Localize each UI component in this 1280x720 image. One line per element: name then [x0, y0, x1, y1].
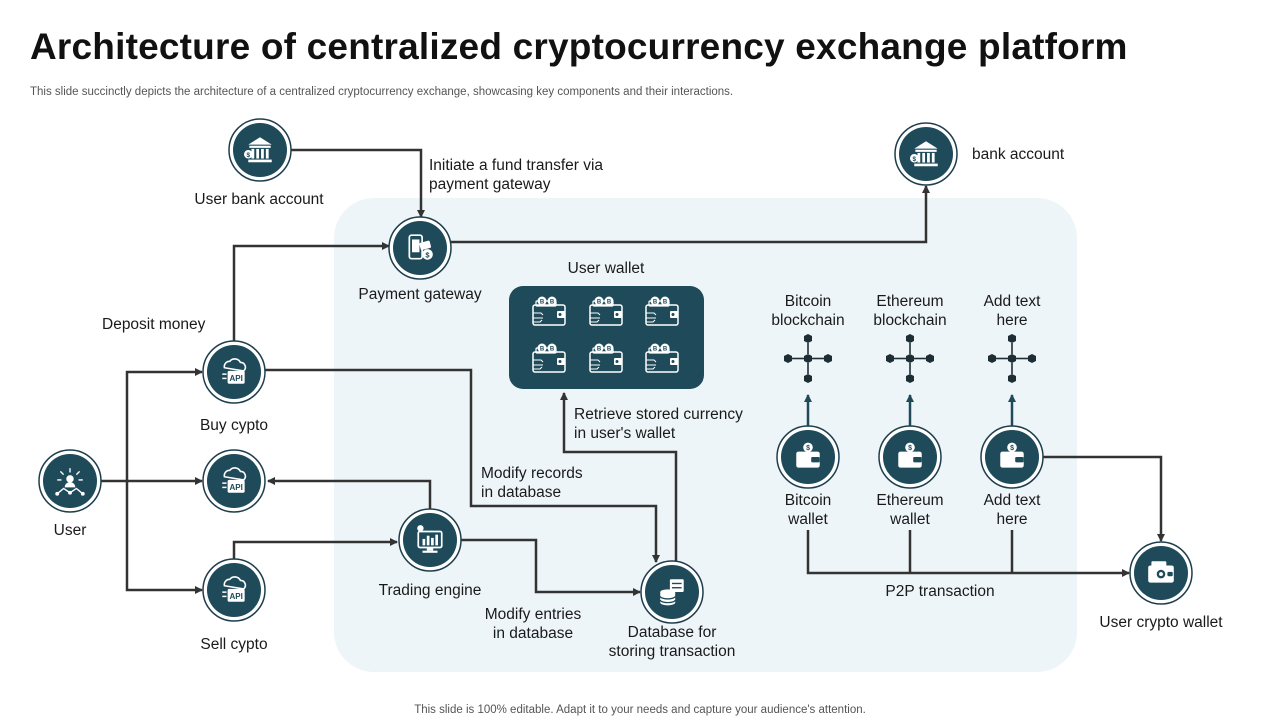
node-payment-gateway: [388, 216, 452, 280]
label-sell-crypto: Sell cypto: [200, 636, 268, 653]
node-addtext-wallet: [980, 425, 1044, 489]
label-user-wallet: User wallet: [567, 260, 645, 277]
connectors: [100, 148, 1165, 596]
node-bitcoin-wallet: [776, 425, 840, 489]
node-bank-account: [894, 122, 958, 186]
page-title: Architecture of centralized cryptocurren…: [30, 26, 1128, 67]
footer-note: This slide is 100% editable. Adapt it to…: [414, 704, 866, 716]
connector-modify-records: [265, 368, 660, 563]
connector-modify-entries: [461, 538, 641, 596]
connector-gateway-to-bank: [451, 185, 930, 244]
node-user-bank-account: [228, 118, 292, 182]
label-buy-crypto: Buy cypto: [199, 417, 269, 434]
node-buy-crypto: [202, 340, 266, 404]
connector-sell-to-engine: [232, 538, 398, 560]
page-subtitle: This slide succinctly depicts the archit…: [30, 86, 734, 98]
node-api-middle: [202, 449, 266, 513]
node-sell-crypto: [202, 558, 266, 622]
node-user-crypto-wallet: [1129, 541, 1193, 605]
user-wallet-box: [509, 286, 704, 389]
connector-retrieve-currency: [560, 392, 678, 562]
connector-user-to-sell: [125, 481, 203, 594]
node-user: [38, 449, 102, 513]
node-ethereum-wallet: [878, 425, 942, 489]
label-payment-gateway: Payment gateway: [358, 286, 482, 303]
connector-engine-to-api: [267, 477, 432, 512]
label-user-bank-account: User bank account: [194, 191, 324, 208]
connector-wallet-to-user-crypto: [1042, 455, 1165, 542]
label-deposit-money: Deposit money: [102, 316, 206, 333]
label-trading-engine: Trading engine: [378, 582, 482, 599]
label-bank-account: bank account: [972, 146, 1065, 163]
node-trading-engine: [398, 508, 462, 572]
connector-p2p-transaction: [806, 530, 1130, 577]
label-p2p-transaction: P2P transaction: [885, 583, 995, 600]
label-user: User: [53, 522, 87, 539]
connector-deposit-money: [232, 242, 390, 342]
connector-user-to-buy: [100, 368, 203, 483]
label-user-crypto-wallet: User crypto wallet: [1099, 614, 1223, 631]
connector-bank-to-gateway: [290, 148, 425, 218]
node-database: [640, 560, 704, 624]
